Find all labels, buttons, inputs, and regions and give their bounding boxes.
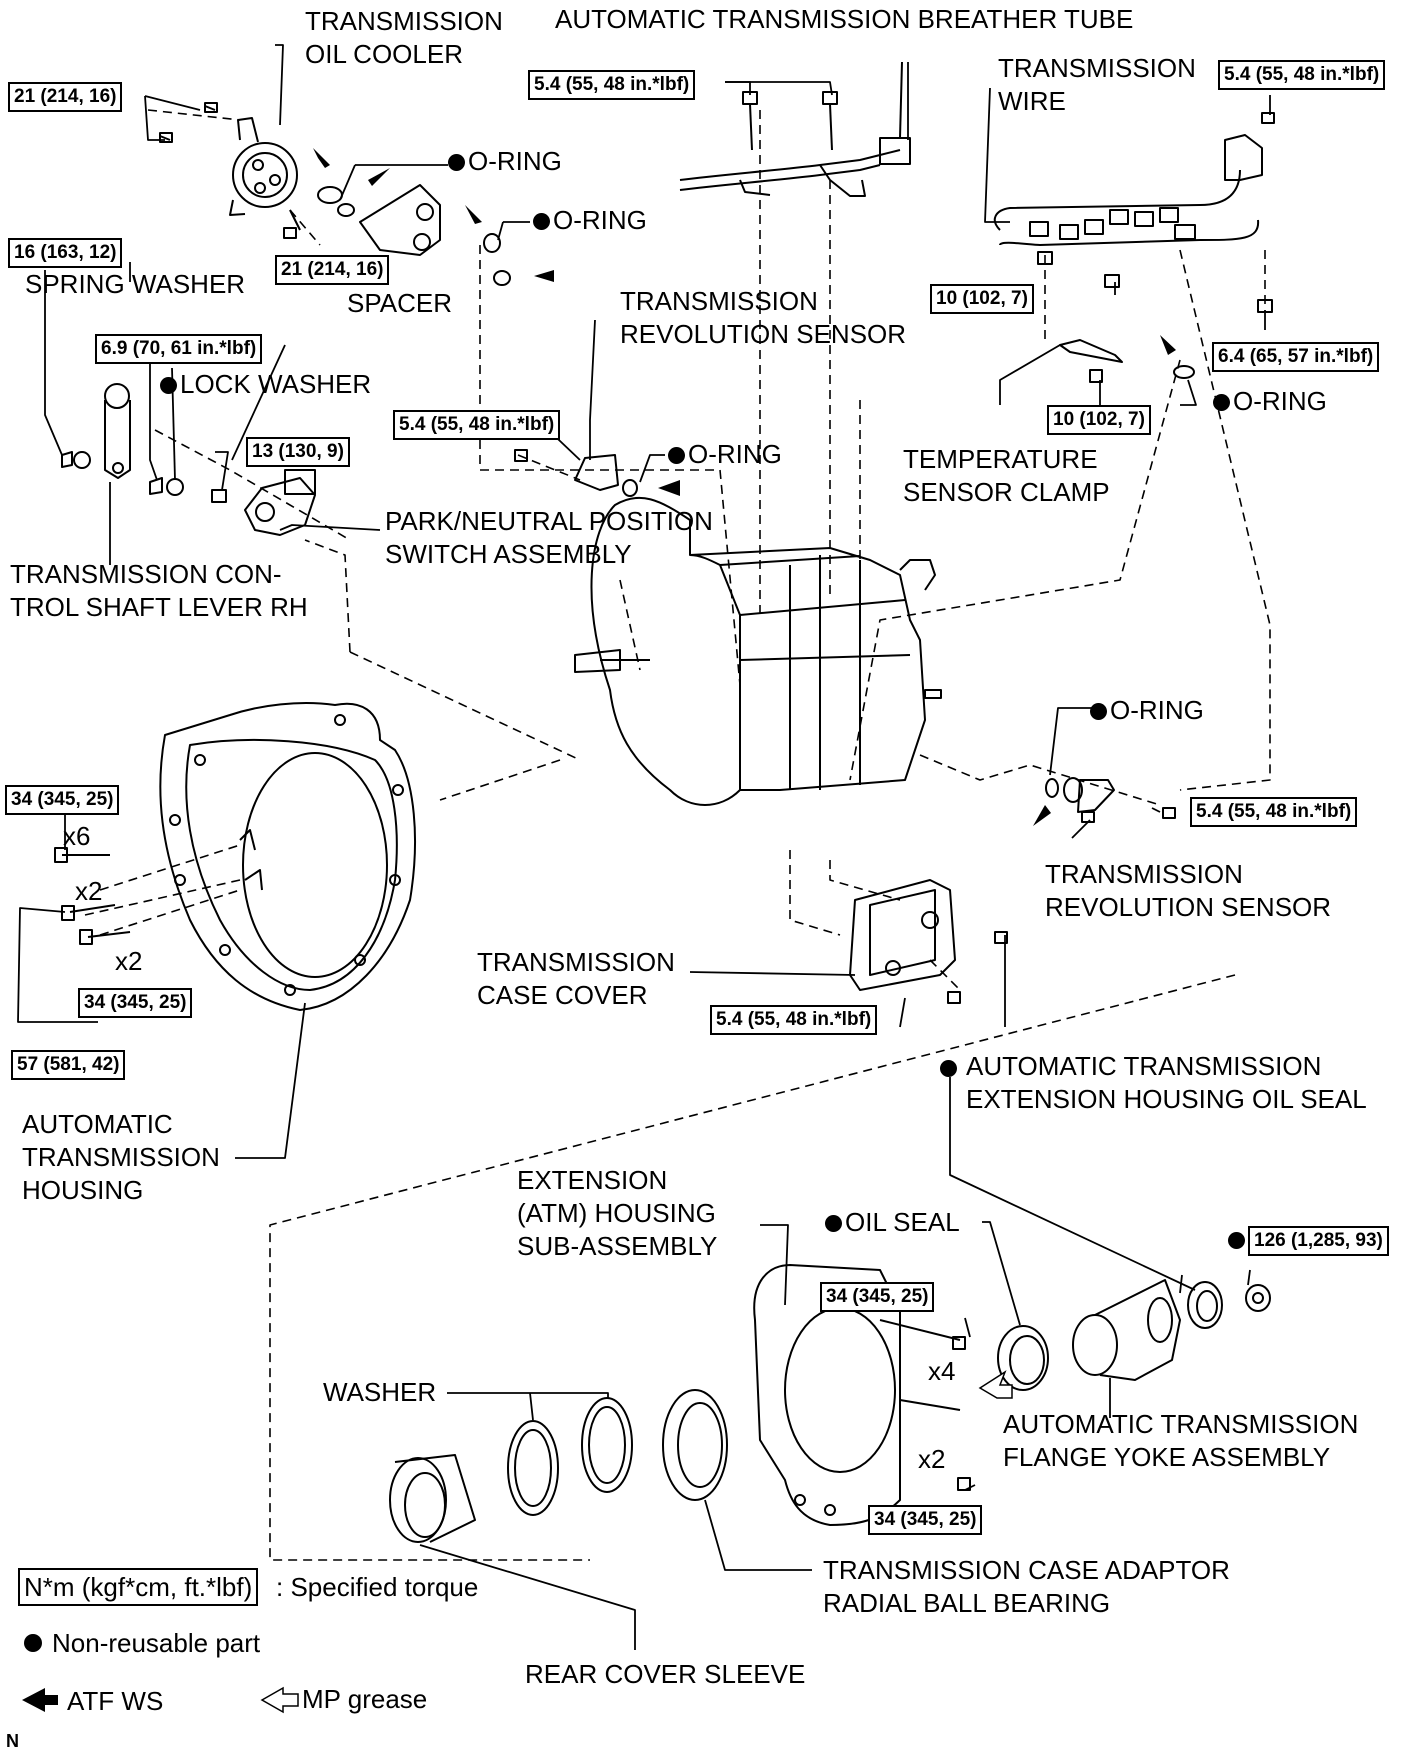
qty-x4: x4 (928, 1356, 956, 1386)
qty-x2-a: x2 (75, 876, 103, 906)
shaft-lever-drawing (61, 383, 184, 496)
legend-nonreusable: Non-reusable part (52, 1628, 261, 1658)
label-oil-seal: OIL SEAL (825, 1206, 960, 1239)
torque-lock-nut: 6.9 (70, 61 in.*lbf) (95, 334, 263, 364)
washer-left (507, 1420, 559, 1516)
sleeve-drawing (389, 1454, 476, 1543)
legend-mp-grease: MP grease (302, 1684, 428, 1714)
torque-wire-bolt: 10 (102, 7) (930, 284, 1034, 314)
label-oring-sensor: O-RING (668, 438, 782, 471)
bearing-drawing (662, 1389, 728, 1501)
label-washer: WASHER (323, 1377, 437, 1407)
torque-extension-x2: 34 (345, 25) (868, 1505, 983, 1535)
flange-yoke-drawing (1072, 1279, 1181, 1381)
torque-wire-top: 5.4 (55, 48 in.*lbf) (1218, 60, 1386, 90)
label-case-cover: TRANSMISSION CASE COVER (477, 947, 675, 1010)
alignment-lines (84, 109, 1271, 1561)
label-pnp-switch: PARK/NEUTRAL POSITION SWITCH ASSEMBLY (385, 506, 713, 569)
mp-grease-arrow (978, 1370, 1013, 1399)
torque-housing-57: 57 (581, 42) (11, 1050, 126, 1080)
figure-code: N (6, 1731, 19, 1751)
label-spacer: SPACER (347, 288, 452, 318)
torque-housing-x2: 34 (345, 25) (78, 988, 193, 1018)
rev-sensor-top-drawing (514, 449, 638, 497)
torque-housing-x6: 34 (345, 25) (5, 785, 120, 815)
torque-lever-nut: 16 (163, 12) (8, 238, 123, 268)
torque-sensor-right: 5.4 (55, 48 in.*lbf) (1190, 797, 1358, 827)
label-breather-tube: AUTOMATIC TRANSMISSION BREATHER TUBE (555, 4, 1134, 34)
label-oring-cooler: O-RING (448, 145, 562, 178)
oring-cooler-1 (317, 186, 343, 204)
torque-flange-nut: 126 (1,285, 93) (1248, 1226, 1389, 1256)
qty-x6: x6 (63, 821, 91, 851)
torque-extension-x4: 34 (345, 25) (820, 1282, 935, 1312)
torque-cooler-bottom: 21 (214, 16) (275, 255, 390, 285)
washer-right (581, 1397, 633, 1493)
transmission-body-drawing (574, 496, 942, 806)
oil-cooler-drawing (159, 105, 301, 231)
label-flange-yoke: AUTOMATIC TRANSMISSION FLANGE YOKE ASSEM… (1003, 1409, 1359, 1472)
oil-seal-drawing (997, 1325, 1049, 1391)
legend-torque-desc: : Specified torque (276, 1572, 479, 1602)
leader-lines (17, 44, 1271, 1650)
atf-arrows (313, 148, 1176, 826)
label-temp-clamp: TEMPERATURE SENSOR CLAMP (903, 444, 1110, 507)
bell-housing-drawing (159, 702, 416, 1011)
label-oil-cooler: TRANSMISSION OIL COOLER (305, 6, 503, 69)
torque-clamp: 10 (102, 7) (1047, 405, 1151, 435)
atf-arrow-icon (22, 1688, 58, 1712)
label-housing: AUTOMATIC TRANSMISSION HOUSING (22, 1109, 220, 1205)
legend-atf: ATF WS (67, 1686, 164, 1716)
qty-x2-b: x2 (115, 946, 143, 976)
torque-wire-right: 6.4 (65, 57 in.*lbf) (1212, 342, 1380, 372)
rev-sensor-right-drawing (1045, 777, 1176, 823)
transmission-wire-drawing (993, 112, 1275, 265)
torque-cooler-top: 21 (214, 16) (8, 82, 123, 112)
bolts-top-left (159, 102, 297, 239)
mp-grease-icon (260, 1686, 299, 1714)
label-rear-cover-sleeve: REAR COVER SLEEVE (525, 1659, 806, 1689)
torque-breather: 5.4 (55, 48 in.*lbf) (528, 70, 696, 100)
temp-clamp-drawing (1059, 339, 1123, 363)
label-shaft-lever: TRANSMISSION CON- TROL SHAFT LEVER RH (10, 559, 308, 622)
case-cover-drawing (849, 879, 1008, 1004)
qty-x2-c: x2 (918, 1444, 946, 1474)
torque-pnp-switch: 13 (130, 9) (246, 437, 350, 467)
label-oring-wire: O-RING (1213, 385, 1327, 418)
spacer-drawing (359, 184, 441, 256)
label-extension-housing: EXTENSION (ATM) HOUSING SUB-ASSEMBLY (517, 1165, 718, 1261)
nut-nonreusable-dot-icon (1228, 1232, 1245, 1249)
label-ext-oil-seal: AUTOMATIC TRANSMISSION EXTENSION HOUSING… (966, 1051, 1367, 1114)
label-rev-sensor-right: TRANSMISSION REVOLUTION SENSOR (1045, 859, 1332, 922)
label-lock-washer: LOCK WASHER (160, 368, 371, 401)
label-oring-spacer: O-RING (533, 204, 647, 237)
legend-torque-box: N*m (kgf*cm, ft.*lbf) (18, 1568, 259, 1606)
legend-dot-icon (24, 1634, 42, 1652)
label-rev-sensor-top: TRANSMISSION REVOLUTION SENSOR (620, 286, 907, 349)
label-bearing: TRANSMISSION CASE ADAPTOR RADIAL BALL BE… (823, 1555, 1230, 1618)
torque-case-cover: 5.4 (55, 48 in.*lbf) (710, 1005, 878, 1035)
ext-oil-seal-dot-icon (940, 1060, 957, 1077)
pnp-switch-drawing (211, 469, 316, 536)
label-oring-right: O-RING (1090, 694, 1204, 727)
label-spring-washer: SPRING WASHER (25, 269, 246, 299)
label-transmission-wire: TRANSMISSION WIRE (998, 53, 1196, 116)
torque-sensor-top: 5.4 (55, 48 in.*lbf) (393, 410, 561, 440)
